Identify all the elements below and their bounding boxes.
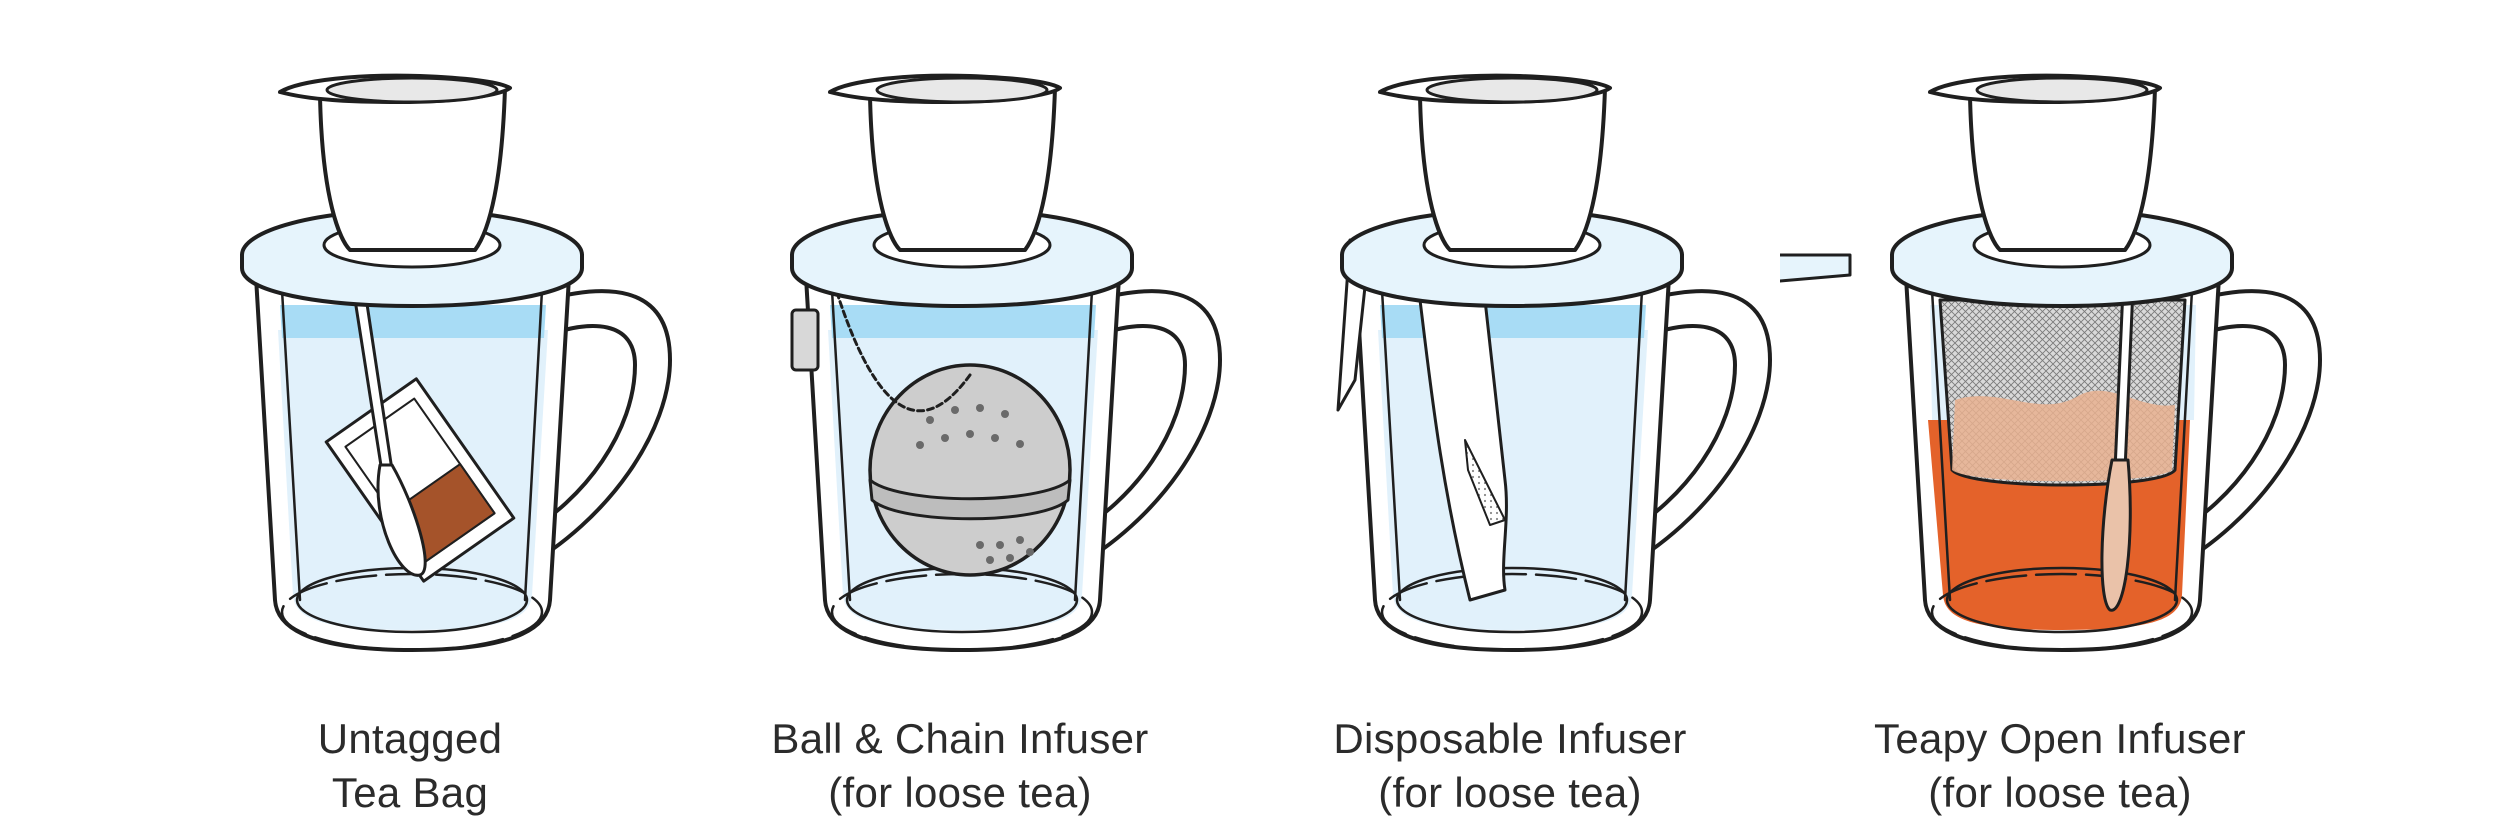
caption-line-2: (for loose tea) bbox=[1378, 769, 1642, 816]
panel-ball-chain-infuser: Ball & Chain Infuser (for loose tea) bbox=[680, 0, 1240, 826]
untagged-tea-bag-mug-icon bbox=[240, 73, 672, 652]
caption-line-1: Untagged bbox=[317, 715, 503, 762]
caption: Ball & Chain Infuser (for loose tea) bbox=[680, 712, 1240, 820]
panel-untagged-tea-bag: Untagged Tea Bag bbox=[130, 0, 690, 826]
caption-line-1: Teapy Open Infuser bbox=[1874, 715, 2246, 762]
caption-line-2: Tea Bag bbox=[331, 769, 489, 816]
caption-line-2: (for loose tea) bbox=[828, 769, 1092, 816]
panel-teapy-open-infuser: Teapy Open Infuser (for loose tea) bbox=[1780, 0, 2340, 826]
disposable-infuser-mug-icon bbox=[1336, 73, 1772, 652]
caption-line-2: (for loose tea) bbox=[1928, 769, 2192, 816]
caption: Untagged Tea Bag bbox=[130, 712, 690, 820]
panel-disposable-infuser: Disposable Infuser (for loose tea) bbox=[1230, 0, 1790, 826]
teapy-open-infuser-mug-icon bbox=[1780, 73, 2322, 652]
caption-line-1: Disposable Infuser bbox=[1333, 715, 1687, 762]
caption: Disposable Infuser (for loose tea) bbox=[1230, 712, 1790, 820]
ball-chain-infuser-mug-icon bbox=[790, 73, 1222, 652]
caption-line-1: Ball & Chain Infuser bbox=[771, 715, 1149, 762]
caption: Teapy Open Infuser (for loose tea) bbox=[1780, 712, 2340, 820]
